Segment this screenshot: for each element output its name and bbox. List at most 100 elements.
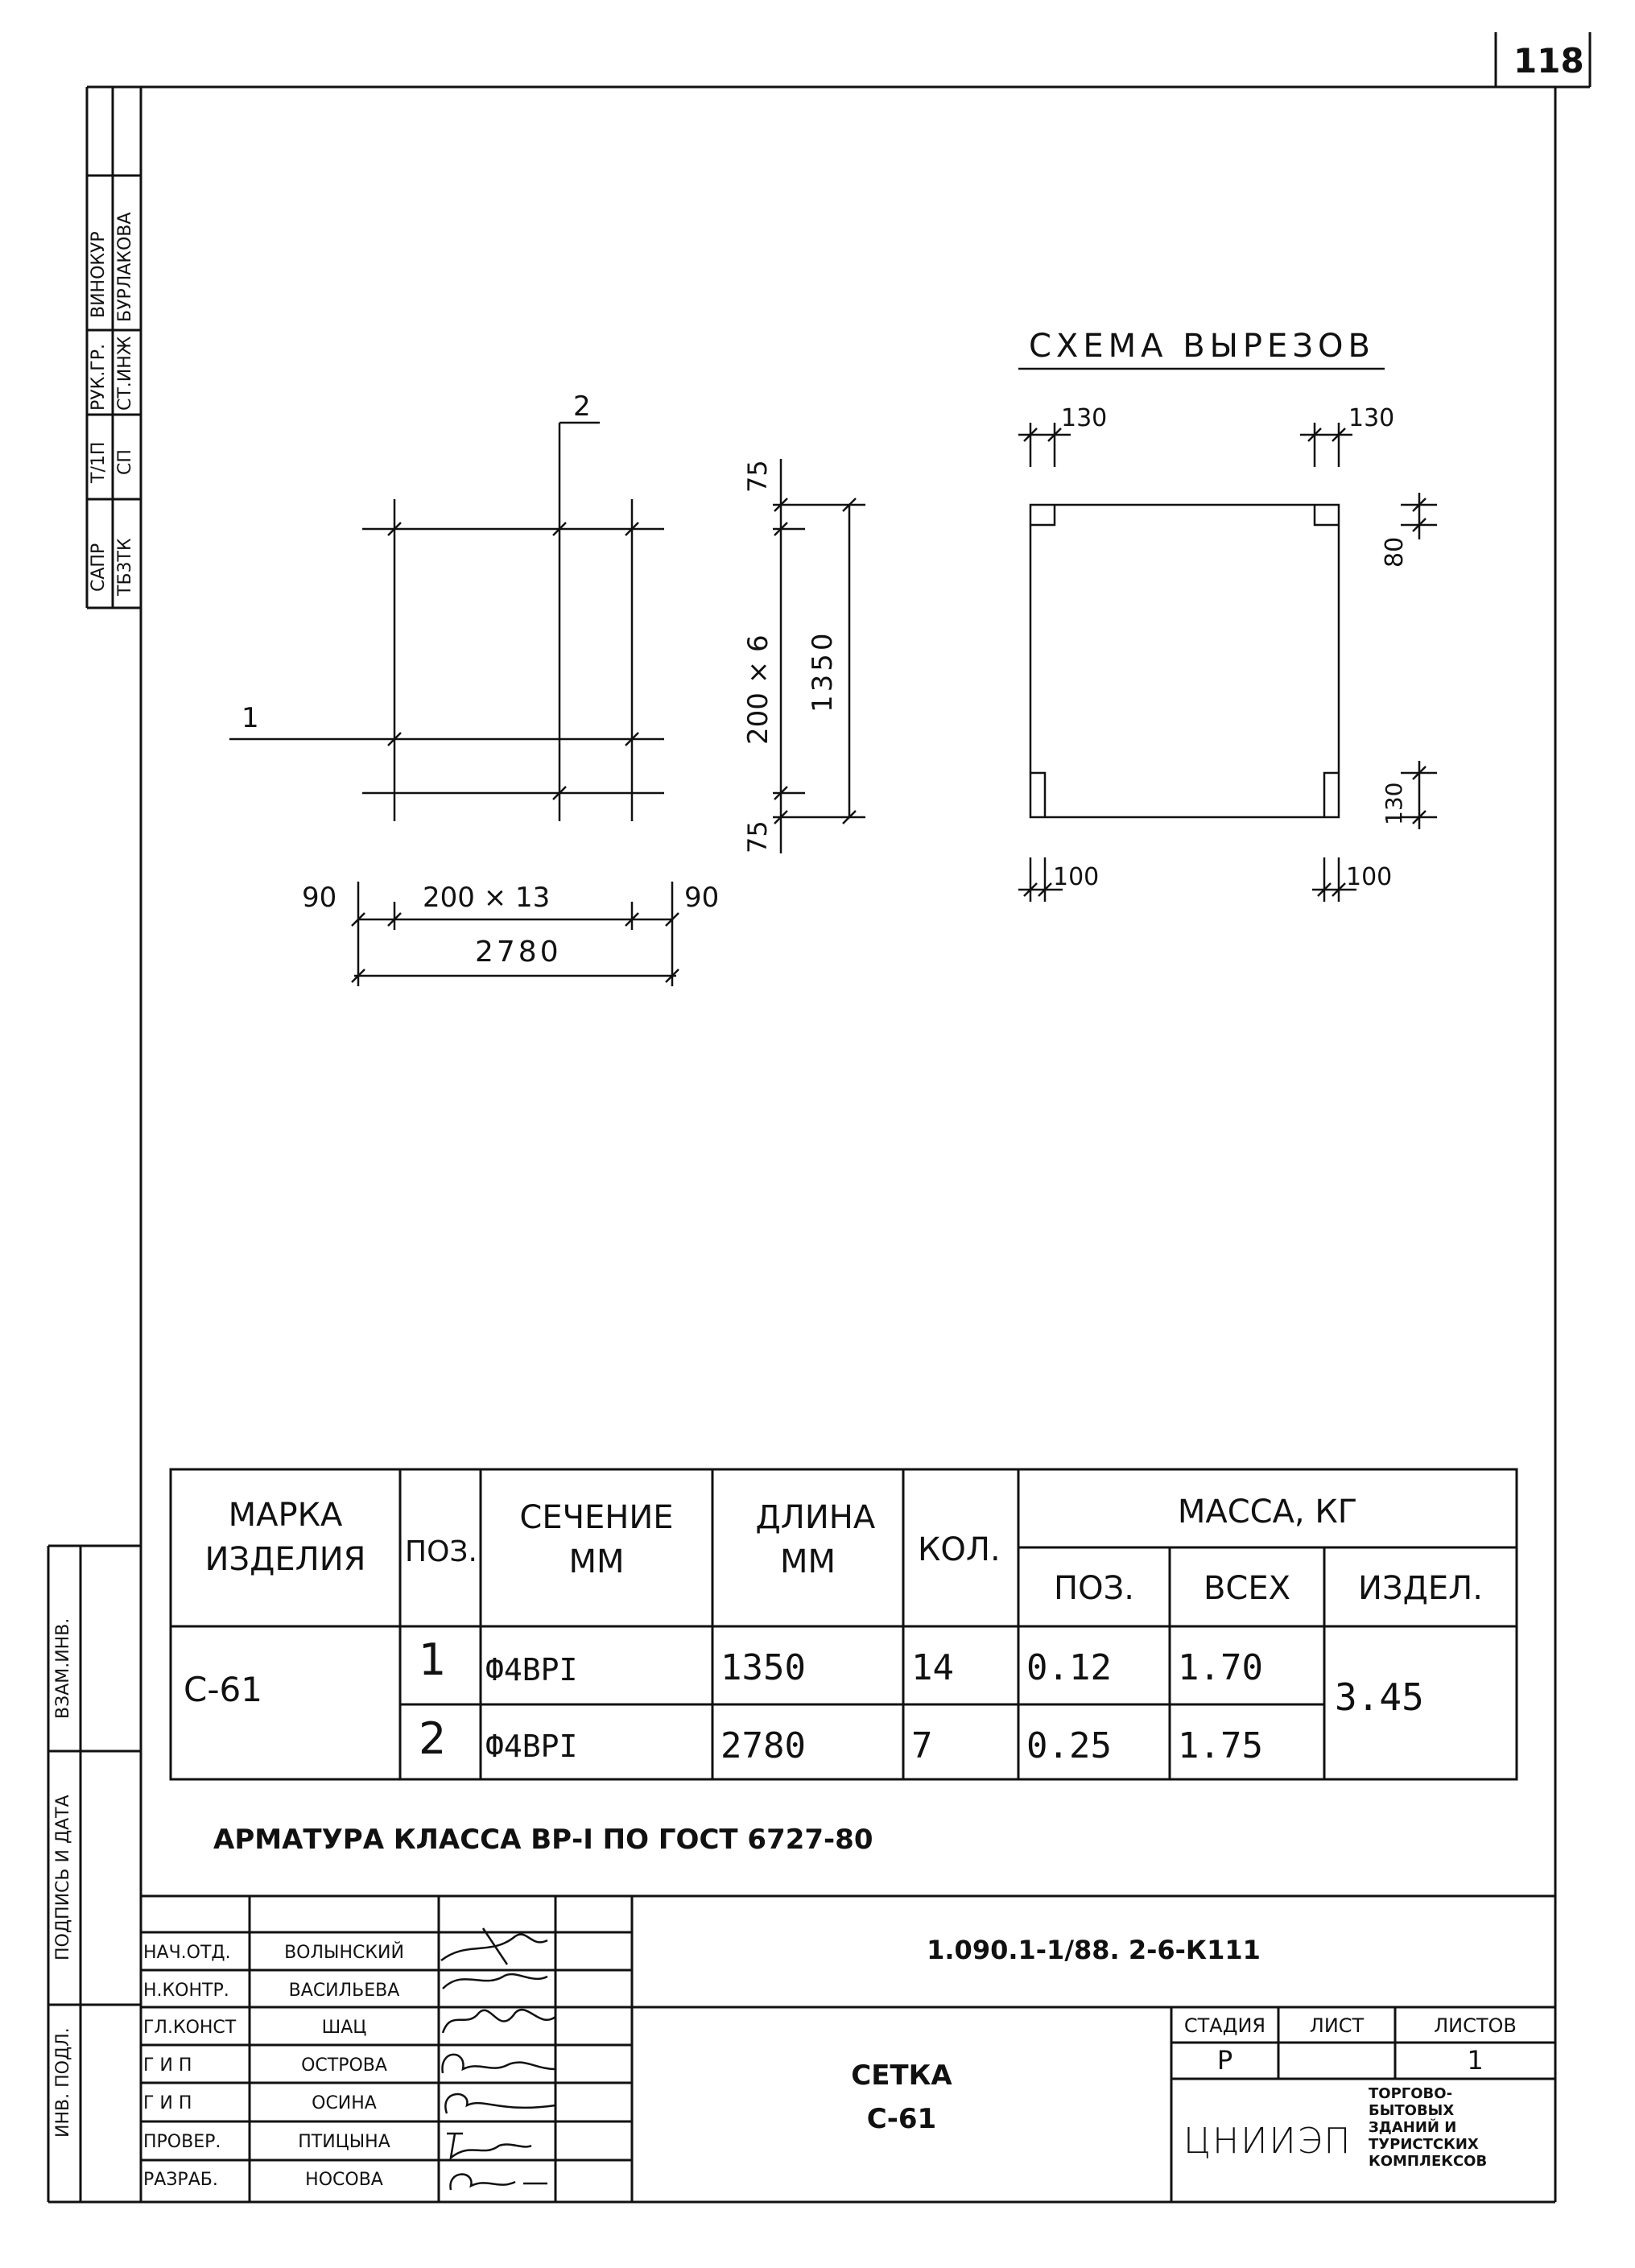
stamp-vzam-inv: ВЗАМ.ИНВ.: [53, 1617, 73, 1719]
stamp-role-sp: СП: [115, 449, 135, 475]
row1-length: 1350: [720, 1647, 806, 1688]
mesh-drawing: [229, 421, 865, 986]
document-code-label: 1.090.1-1/88. 2-6-К111: [927, 1935, 1261, 1965]
stamp-role-stinzh: СТ.ИНЖ: [115, 336, 135, 411]
header-section: СЕЧЕНИЕ ММ: [481, 1496, 712, 1584]
row2-section: Ф4ВРI: [485, 1729, 578, 1764]
sheets-value-label: 1: [1467, 2045, 1484, 2076]
sheet-number: 118: [1513, 41, 1584, 81]
signatures: [440, 1927, 556, 2191]
product-mark-cell: С-61: [184, 1670, 262, 1709]
header-mass-label: МАССА, КГ: [1177, 1493, 1358, 1531]
staff-name: НОСОВА: [305, 2170, 383, 2190]
sheets-value: 1: [1395, 2045, 1555, 2076]
product-name-label: СЕТКА: [851, 2059, 952, 2092]
item-mass-cell: 3.45: [1335, 1675, 1424, 1719]
staff-name: ВОЛЫНСКИЙ: [284, 1943, 404, 1963]
position-1-label: 1: [242, 702, 259, 734]
cutout-scheme-title: СХЕМА ВЫРЕЗОВ: [1029, 328, 1375, 365]
dim-130-vertical: 130: [1381, 782, 1407, 825]
organization-description-line: БЫТОВЫХ: [1369, 2102, 1455, 2119]
header-mass-item-label: ИЗДЕЛ.: [1358, 1570, 1483, 1607]
staff-role: Г И П: [143, 2055, 192, 2076]
header-section-label: СЕЧЕНИЕ ММ: [519, 1499, 674, 1580]
stamp-role-tbztk: ТБ3ТК: [115, 538, 135, 596]
staff-name: ОСТРОВА: [301, 2055, 387, 2076]
cutout-scheme: [1018, 367, 1437, 902]
staff-name: ШАЦ: [321, 2018, 367, 2038]
dim-80: 80: [1381, 536, 1409, 568]
stamp-role-rukgr: РУК.ГР.: [89, 344, 109, 411]
product-name: СЕТКА: [632, 2059, 1171, 2092]
product-mark: С-61: [632, 2103, 1171, 2135]
dim-200x6: 200 × 6: [742, 634, 774, 745]
title-block-grid: [141, 1894, 1555, 2202]
dim-200x13: 200 × 13: [423, 882, 551, 914]
row1-qty: 14: [911, 1647, 954, 1688]
organization-description-line: ТОРГОВО-: [1369, 2085, 1453, 2102]
header-mass-item: ИЗДЕЛ.: [1324, 1570, 1517, 1607]
row1-mass-all: 1.70: [1178, 1647, 1263, 1688]
stamp-inv-podl: ИНВ. ПОДЛ.: [53, 2027, 73, 2138]
row1-section: Ф4ВРI: [485, 1652, 578, 1688]
staff-role: НАЧ.ОТД.: [143, 1943, 231, 1963]
header-pos: ПОЗ.: [405, 1535, 477, 1568]
row2-mass-pos: 0.25: [1026, 1725, 1112, 1766]
header-mass-pos-label: ПОЗ.: [1054, 1570, 1134, 1607]
dim-100-left: 100: [1053, 863, 1100, 891]
dim-75-top: 75: [742, 460, 773, 493]
staff-name: ПТИЦЫНА: [298, 2132, 390, 2152]
staff-name: ОСИНА: [312, 2093, 377, 2113]
sheet-header: ЛИСТ: [1278, 2014, 1395, 2037]
header-length: ДЛИНА ММ: [712, 1496, 903, 1584]
header-mass-all-label: ВСЕХ: [1203, 1570, 1291, 1607]
stamp-role-sapr: САПР: [89, 543, 109, 592]
dim-75-bottom: 75: [742, 820, 773, 853]
product-mark-label: С-61: [866, 2103, 937, 2135]
staff-role: ПРОВЕР.: [143, 2132, 221, 2152]
sheets-header: ЛИСТОВ: [1395, 2014, 1555, 2037]
header-mass-pos: ПОЗ.: [1018, 1570, 1170, 1607]
stamp-role-tlp: Т/1П: [89, 441, 109, 483]
stage-value: Р: [1171, 2045, 1278, 2076]
header-qty: КОЛ.: [918, 1531, 1001, 1568]
staff-role: ГЛ.КОНСТ: [143, 2018, 237, 2038]
dim-130-right: 130: [1348, 404, 1395, 432]
dim-90-left: 90: [302, 882, 337, 914]
row2-length: 2780: [720, 1725, 806, 1766]
dim-90-right: 90: [684, 882, 720, 914]
dim-100-right: 100: [1346, 863, 1393, 891]
header-mark: МАРКА ИЗДЕЛИЯ: [171, 1493, 400, 1582]
stamp-podpis-data: ПОДПИСЬ И ДАТА: [53, 1795, 73, 1960]
row2-mass-all: 1.75: [1178, 1725, 1263, 1766]
organization-description-line: ТУРИСТСКИХ: [1369, 2136, 1479, 2153]
sheet-header-label: ЛИСТ: [1309, 2014, 1365, 2037]
stage-header-label: СТАДИЯ: [1183, 2014, 1266, 2037]
row1-pos: 1: [419, 1634, 447, 1685]
organization-description-line: КОМПЛЕКСОВ: [1369, 2153, 1488, 2170]
dim-1350: 1350: [807, 630, 839, 713]
dim-2780: 2780: [475, 936, 562, 969]
reinforcement-note: АРМАТУРА КЛАССА ВР-I ПО ГОСТ 6727-80: [213, 1824, 873, 1856]
staff-name: ВАСИЛЬЕВА: [288, 1981, 400, 2001]
row2-qty: 7: [911, 1725, 933, 1766]
spec-table-grid: [169, 1468, 1518, 1781]
header-mass-all: ВСЕХ: [1170, 1570, 1324, 1607]
position-2-label: 2: [573, 390, 591, 423]
stamp-name-vinokur: ВИНОКУР: [89, 231, 109, 318]
stamp-name-burlakova: БУРЛАКОВА: [115, 212, 135, 322]
staff-role: Н.КОНТР.: [143, 1981, 229, 2001]
document-code: 1.090.1-1/88. 2-6-К111: [632, 1935, 1555, 1965]
stage-header: СТАДИЯ: [1171, 2014, 1278, 2037]
header-mark-label: МАРКА ИЗДЕЛИЯ: [204, 1497, 366, 1578]
stage-value-label: Р: [1216, 2045, 1233, 2076]
row1-mass-pos: 0.12: [1026, 1647, 1112, 1688]
header-mass: МАССА, КГ: [1018, 1493, 1517, 1531]
header-length-label: ДЛИНА ММ: [755, 1499, 876, 1580]
row2-pos: 2: [419, 1713, 447, 1764]
sheets-header-label: ЛИСТОВ: [1434, 2014, 1517, 2037]
staff-role: Г И П: [143, 2093, 192, 2113]
dim-130-left: 130: [1061, 404, 1108, 432]
